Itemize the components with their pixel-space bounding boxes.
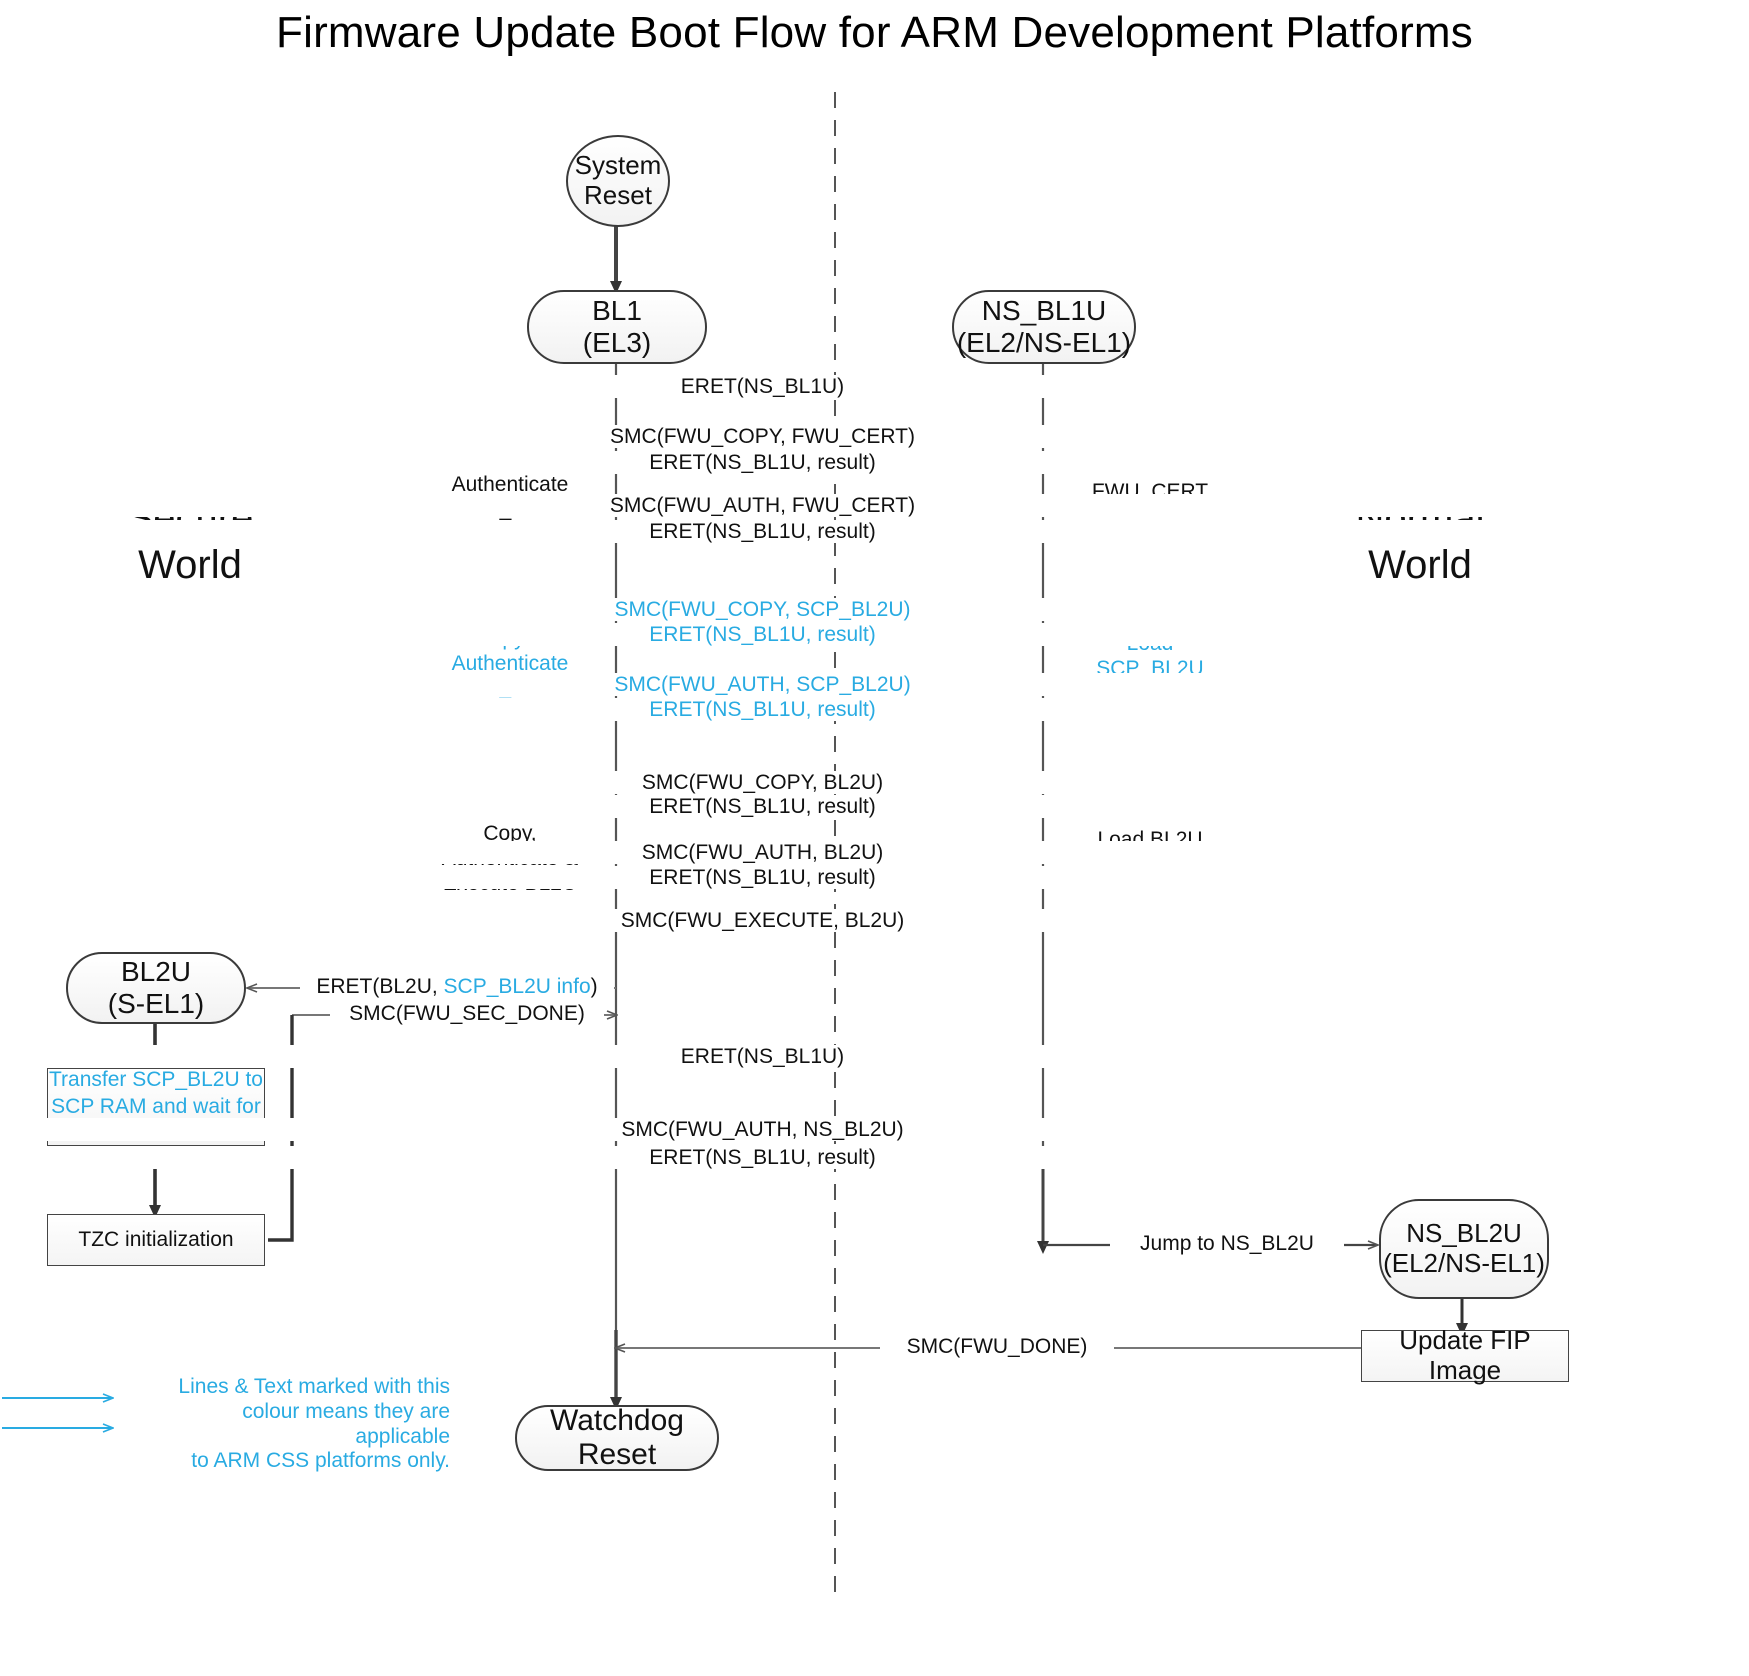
node-bl1-label-2: (EL3) [582,327,652,358]
node-ns-bl2u[interactable]: NS_BL2U (EL2/NS-EL1) [1379,1199,1549,1299]
box-tzc-init-label: TZC initialization [78,1228,234,1252]
message-jump-to-ns-bl2u: Jump to NS_BL2U [1110,1232,1344,1256]
node-ns-bl2u-label-1: NS_BL2U [1406,1218,1522,1249]
message-label: ERET(NS_BL1U, result) [0,1146,1644,1170]
node-ns-bl2u-label-2: (EL2/NS-EL1) [1383,1248,1545,1278]
node-system-reset[interactable]: System Reset [566,135,670,227]
box-update-fip[interactable]: Update FIP Image [1361,1325,1569,1385]
node-ns-bl1u-label-2: (EL2/NS-EL1) [956,327,1132,358]
node-bl2u[interactable]: BL2U (S-EL1) [66,952,246,1024]
message-smc-fwu-sec-done: SMC(FWU_SEC_DONE) [330,1002,604,1026]
message-label: SMC(FWU_COPY, SCP_BL2U) [0,598,1644,622]
message-eret-bl2u: ERET(BL2U, SCP_BL2U info) [300,975,614,999]
eret-bl2u-prefix: ERET(BL2U, [316,975,444,998]
node-bl2u-label-2: (S-EL1) [107,988,205,1019]
message-label: SMC(FWU_AUTH, SCP_BL2U) [0,673,1644,697]
node-bl2u-label-1: BL2U [120,955,192,987]
node-watchdog-reset[interactable]: Watchdog Reset [515,1403,719,1472]
message-label: SMC(FWU_EXECUTE, BL2U) [0,909,1644,933]
node-bl1-label-1: BL1 [592,294,642,326]
message-label: ERET(NS_BL1U) [0,1045,1644,1069]
eret-bl2u-suffix: ) [590,975,598,998]
box-tzc-init[interactable]: TZC initialization [47,1214,265,1266]
message-smc-fwu-done: SMC(FWU_DONE) [880,1335,1114,1359]
message-label: SMC(FWU_COPY, BL2U) [0,771,1644,795]
message-label: ERET(NS_BL1U, result) [0,698,1644,722]
node-bl1[interactable]: BL1 (EL3) [527,290,707,364]
message-label: SMC(FWU_AUTH, FWU_CERT) [0,494,1644,518]
message-label: ERET(NS_BL1U, result) [0,866,1644,890]
message-label: ERET(NS_BL1U) [0,375,1644,399]
node-ns-bl1u-label-1: NS_BL1U [981,294,1107,326]
node-ns-bl1u[interactable]: NS_BL1U (EL2/NS-EL1) [952,290,1136,364]
message-label: SMC(FWU_AUTH, BL2U) [0,841,1644,865]
message-label: ERET(NS_BL1U, result) [0,623,1644,647]
message-label: ERET(NS_BL1U, result) [0,795,1644,819]
legend-text: Lines & Text marked with this colour mea… [178,1375,450,1473]
node-system-reset-label: System Reset [574,150,662,210]
page-title: Firmware Update Boot Flow for ARM Develo… [276,8,1473,57]
eret-bl2u-cyan: SCP_BL2U info [443,975,591,998]
node-watchdog-reset-label: Watchdog Reset [550,1403,684,1472]
message-label: SMC(FWU_COPY, FWU_CERT) [0,425,1644,449]
message-label: ERET(NS_BL1U, result) [0,520,1644,544]
box-update-fip-label: Update FIP Image [1399,1325,1531,1385]
message-label: SMC(FWU_AUTH, NS_BL2U) [0,1118,1644,1142]
message-label: ERET(NS_BL1U, result) [0,451,1644,475]
